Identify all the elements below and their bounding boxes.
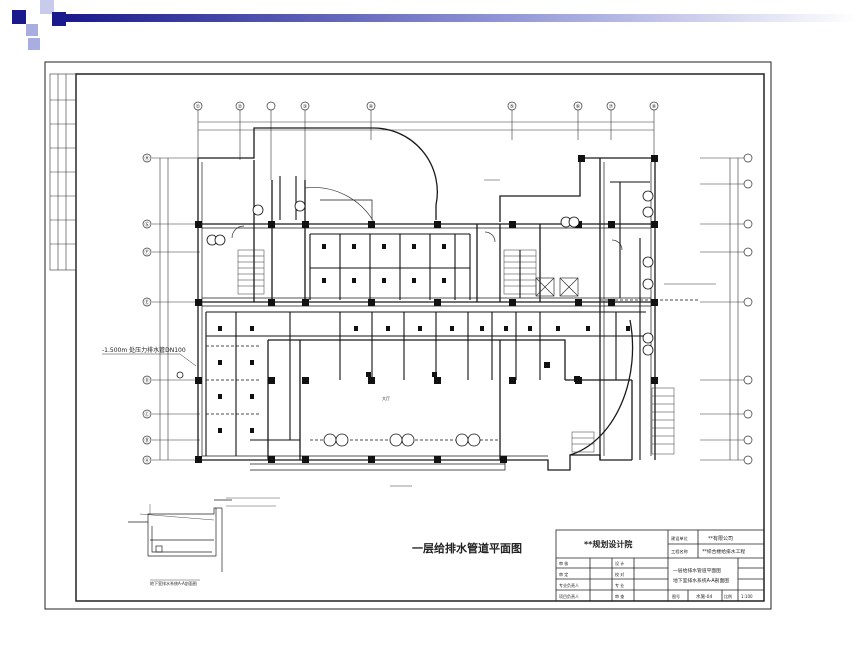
client-label: 建设单位 [671,535,688,542]
columns [195,155,658,463]
role-3: 专业负责人 [559,582,579,588]
axis-label-top: ⑧ [652,104,657,110]
left-axis [152,157,200,461]
project-label: 工程名称 [671,548,688,555]
sign-3: 专 业 [615,582,624,588]
axis-label-top: ④ [369,104,374,110]
axis-label-left: Ⓖ [144,221,149,228]
building-outline [197,127,656,471]
drawing-name-line2: 地下室排水系统A-A剖面图 [673,577,729,584]
drawing-no-value: 水施-04 [696,593,712,600]
section-detail [128,497,280,581]
section-title: 地下室排水系统A-A剖面图 [150,580,197,586]
deco-square [52,12,66,26]
inner-walls [201,162,652,471]
sheet-value: 1:100 [741,594,753,599]
client-value: **有限公司 [708,535,733,542]
sign-1: 设 计 [615,560,624,566]
axis-bubbles-right [743,153,753,465]
level-note: -1.500m 处压力排水管DN100 [102,346,186,354]
axis-label-top: ② [238,104,243,110]
project-value: **综合楼给排水工程 [702,548,745,555]
stairs-right [571,387,675,455]
axis-label-left: Ⓗ [144,155,149,162]
deco-square [26,24,38,36]
deco-square [40,0,54,14]
axis-label-left: Ⓑ [144,437,149,444]
role-2: 审 定 [559,571,568,577]
hall-label: 大厅 [382,395,390,401]
drawing-no-label: 图号 [672,593,680,599]
axis-label-left: Ⓒ [144,411,149,418]
leaders [102,179,716,487]
inner-frame [75,73,765,602]
role-4: 项目负责人 [559,593,579,599]
slide-decoration [12,0,856,50]
axis-label-top: ⑦ [609,104,614,110]
sign-2: 校 对 [615,571,624,577]
axis-label-left: Ⓔ [144,299,149,306]
elevators [535,277,579,297]
axis-label-top: ⑤ [510,104,514,110]
sign-4: 审 查 [615,593,624,599]
axis-label-left: Ⓐ [144,457,149,464]
institute-name: **规划设计院 [584,539,632,549]
axis-label-top: ① [196,104,201,110]
binding-strip [49,73,77,271]
right-axis [700,157,744,461]
axis-label-left: Ⓕ [144,249,149,256]
role-1: 审 核 [559,560,568,566]
drawing-name-line1: 一层给排水管道平面图 [673,567,721,574]
title-block [555,529,765,602]
axis-label-top: ⑥ [576,104,581,110]
top-axis [197,110,655,180]
deco-bar [66,14,856,22]
axis-label-left: Ⓓ [144,377,149,384]
sheet-label: 比例 [724,593,732,599]
door-arcs [231,187,623,251]
floor-drains [218,244,630,433]
stairs-left [237,249,265,295]
sheet-border [44,61,772,610]
fixtures [176,190,654,447]
axis-label-top: ③ [303,104,307,110]
axis-bubbles-left [142,153,152,465]
deco-square [12,10,26,24]
deco-square [28,38,40,50]
pipe-dashed [206,299,700,441]
pipe-network [205,176,650,460]
axis-bubbles-top [193,101,659,111]
drawing-title: 一层给排水管道平面图 [412,541,522,555]
